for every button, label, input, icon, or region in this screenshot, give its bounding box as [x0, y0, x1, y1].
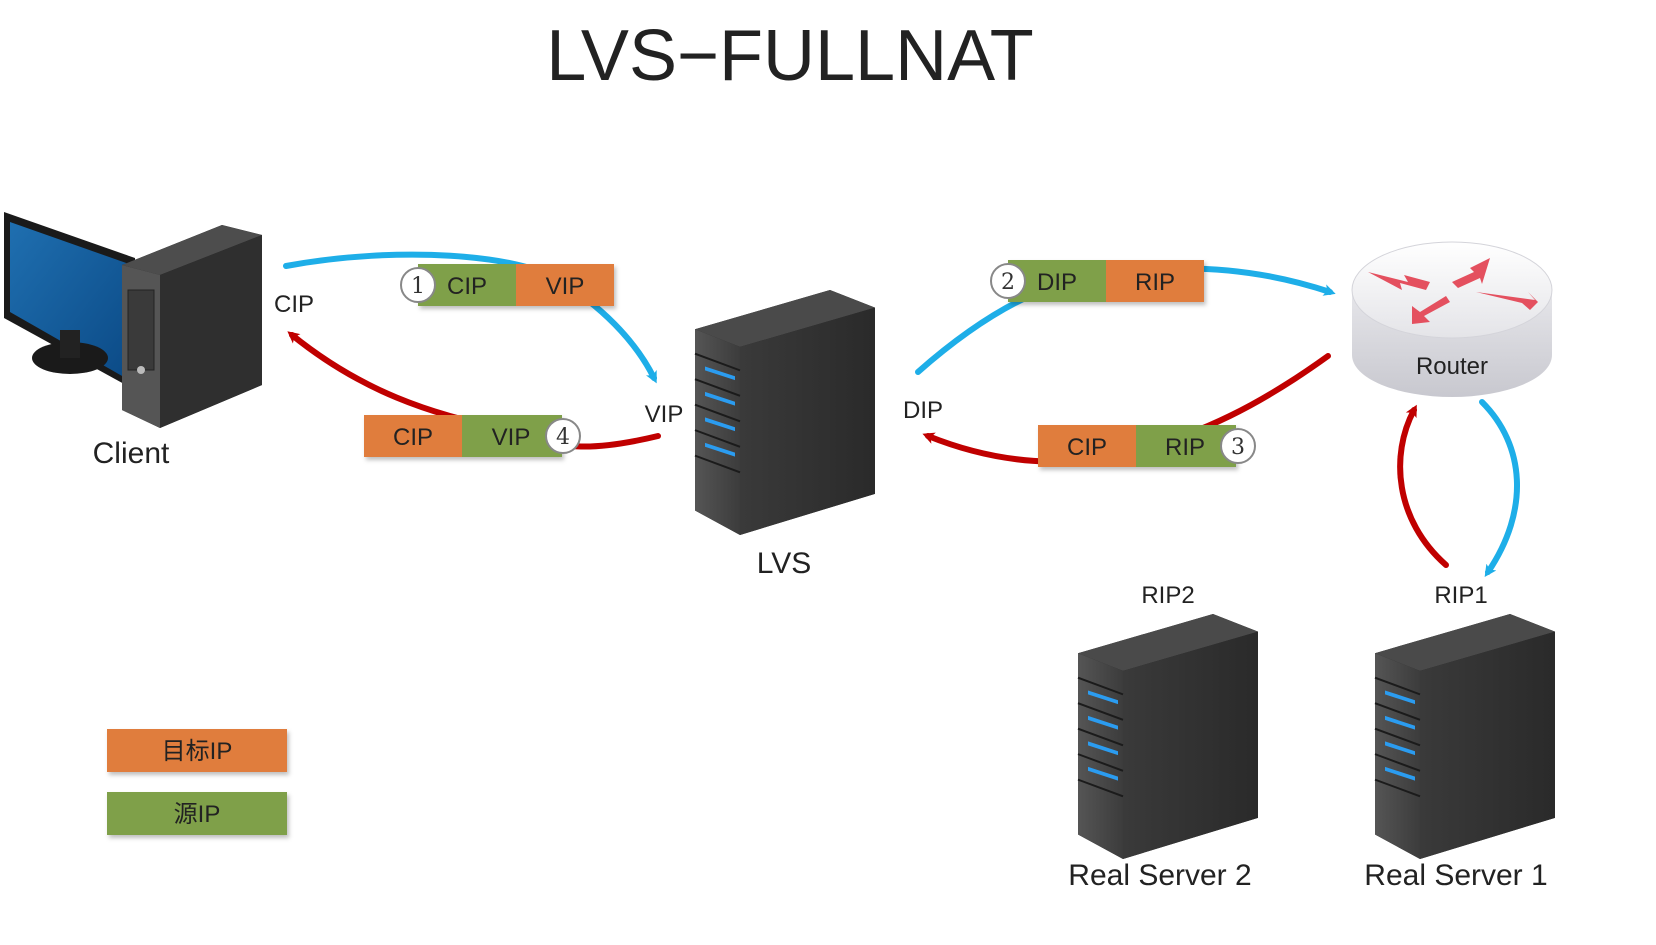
- real-server-2-label: Real Server 2: [1068, 859, 1251, 892]
- packet-3-src-text: RIP: [1165, 434, 1205, 461]
- cip-address-label: CIP: [274, 291, 314, 318]
- packet-4-dst-text: CIP: [393, 424, 433, 451]
- packet-1-dst-field: [516, 264, 614, 306]
- rip1-address-label: RIP1: [1434, 582, 1487, 609]
- packet-3-dst-field: [1038, 425, 1136, 467]
- client-computer-icon: [4, 212, 262, 428]
- lvs-label: LVS: [757, 547, 811, 580]
- step-badge-1: [400, 267, 436, 303]
- packet-3-src-field: [1136, 425, 1236, 467]
- legend-dst-label: 目标IP: [162, 738, 233, 765]
- rip2-address-label: RIP2: [1141, 582, 1194, 609]
- real-server-1-icon: [1374, 613, 1556, 860]
- packet-2: [1008, 260, 1204, 302]
- client-label: Client: [93, 437, 170, 470]
- vip-address-label: VIP: [645, 401, 684, 428]
- packet-1-src-text: CIP: [447, 273, 487, 300]
- legend: 目标IP 源IP: [107, 729, 287, 835]
- packet-3-dst-text: CIP: [1067, 434, 1107, 461]
- legend-dst-swatch: [107, 729, 287, 772]
- diagram-title: LVS−FULLNAT: [546, 16, 1034, 96]
- real-server-1-label: Real Server 1: [1364, 859, 1547, 892]
- dip-address-label: DIP: [903, 397, 943, 424]
- packet-1: [418, 264, 614, 306]
- step-badge-2: [990, 263, 1026, 299]
- legend-src-swatch: [107, 792, 287, 835]
- step-badge-4-text: 4: [556, 425, 570, 450]
- packet-4-src-text: VIP: [492, 424, 531, 451]
- packet-3: [1038, 425, 1236, 467]
- router-label: Router: [1416, 353, 1488, 380]
- step-badge-4: [545, 418, 581, 454]
- packet-2-dst-text: RIP: [1135, 269, 1175, 296]
- lvs-server-icon: [694, 289, 876, 536]
- legend-src-label: 源IP: [174, 801, 221, 828]
- packet-2-src-text: DIP: [1037, 269, 1077, 296]
- real-server-2-icon: [1077, 613, 1259, 860]
- response-arrow-real-server-1-to-router: [1397, 404, 1449, 568]
- packet-2-dst-field: [1106, 260, 1204, 302]
- request-arrow-router-to-real-server-1: [1479, 399, 1521, 577]
- packet-4-dst-field: [364, 415, 462, 457]
- router-icon: [1351, 241, 1553, 397]
- step-badge-1-text: 1: [411, 274, 425, 299]
- packet-1-dst-text: VIP: [546, 273, 585, 300]
- step-badge-3-text: 3: [1231, 435, 1245, 460]
- step-badge-3: [1220, 428, 1256, 464]
- step-badge-2-text: 2: [1001, 270, 1015, 295]
